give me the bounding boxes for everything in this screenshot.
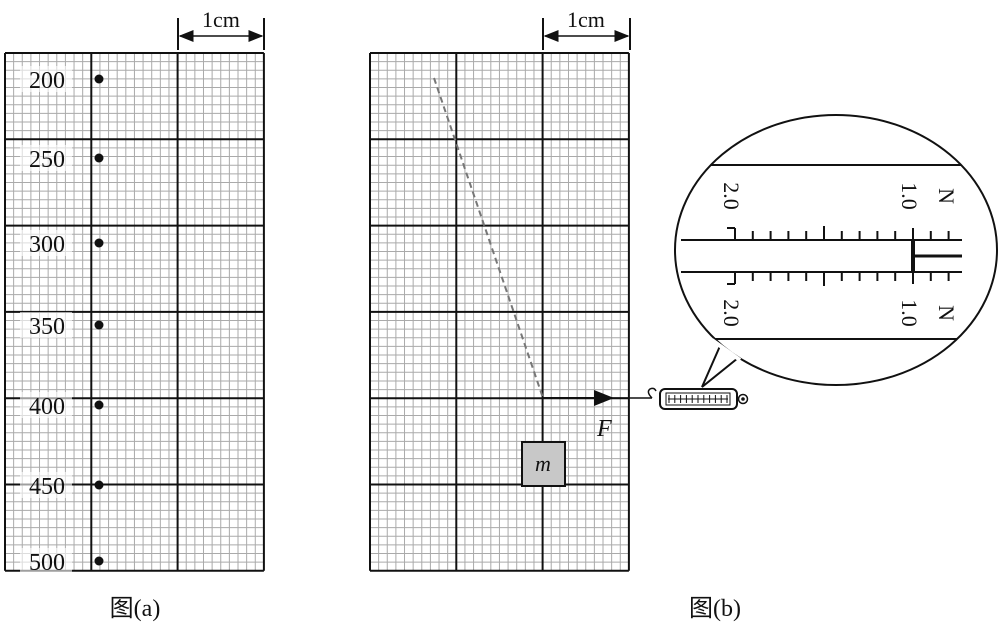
bottom-label-2: 2.0 — [719, 299, 744, 327]
trace-dot — [94, 74, 104, 84]
top-label-1: 1.0 — [897, 182, 922, 210]
time-label: 400 — [29, 394, 65, 420]
force-label: F — [596, 416, 612, 442]
caption-b: 图(b) — [689, 596, 741, 622]
trace-dot — [94, 400, 104, 410]
top-unit: N — [934, 188, 959, 204]
top-label-2: 2.0 — [719, 182, 744, 210]
grid-paper-b — [369, 52, 630, 572]
mass-block: m — [521, 441, 566, 487]
magnifier-bubble: 2.0 1.0 N 2.0 1.0 N — [674, 114, 998, 388]
time-label: 350 — [29, 314, 65, 340]
trace-dot — [94, 556, 104, 566]
scale-label-b: 1cm — [567, 7, 605, 32]
time-label: 300 — [29, 232, 65, 258]
trace-dot — [94, 238, 104, 248]
time-label: 200 — [29, 68, 65, 94]
time-label: 250 — [29, 147, 65, 173]
time-label: 500 — [29, 550, 65, 576]
trace-dot — [94, 480, 104, 490]
scale-bar-b: 1cm — [542, 7, 631, 50]
dashed-string — [433, 77, 544, 399]
grid-paper-a — [4, 52, 265, 572]
scale-label-a: 1cm — [202, 7, 240, 32]
bottom-label-1: 1.0 — [897, 299, 922, 327]
bottom-unit: N — [934, 305, 959, 321]
hook-icon — [647, 387, 657, 399]
spring-scale — [647, 387, 749, 410]
scale-bar-a: 1cm — [177, 7, 265, 50]
trace-dot — [94, 153, 104, 163]
dots-a: 200 250 300 350 400 450 500 — [20, 66, 104, 576]
scale-ticks — [727, 226, 950, 286]
mass-label: m — [535, 451, 551, 476]
time-label: 450 — [29, 474, 65, 500]
trace-dot — [94, 320, 104, 330]
caption-a: 图(a) — [110, 596, 161, 622]
